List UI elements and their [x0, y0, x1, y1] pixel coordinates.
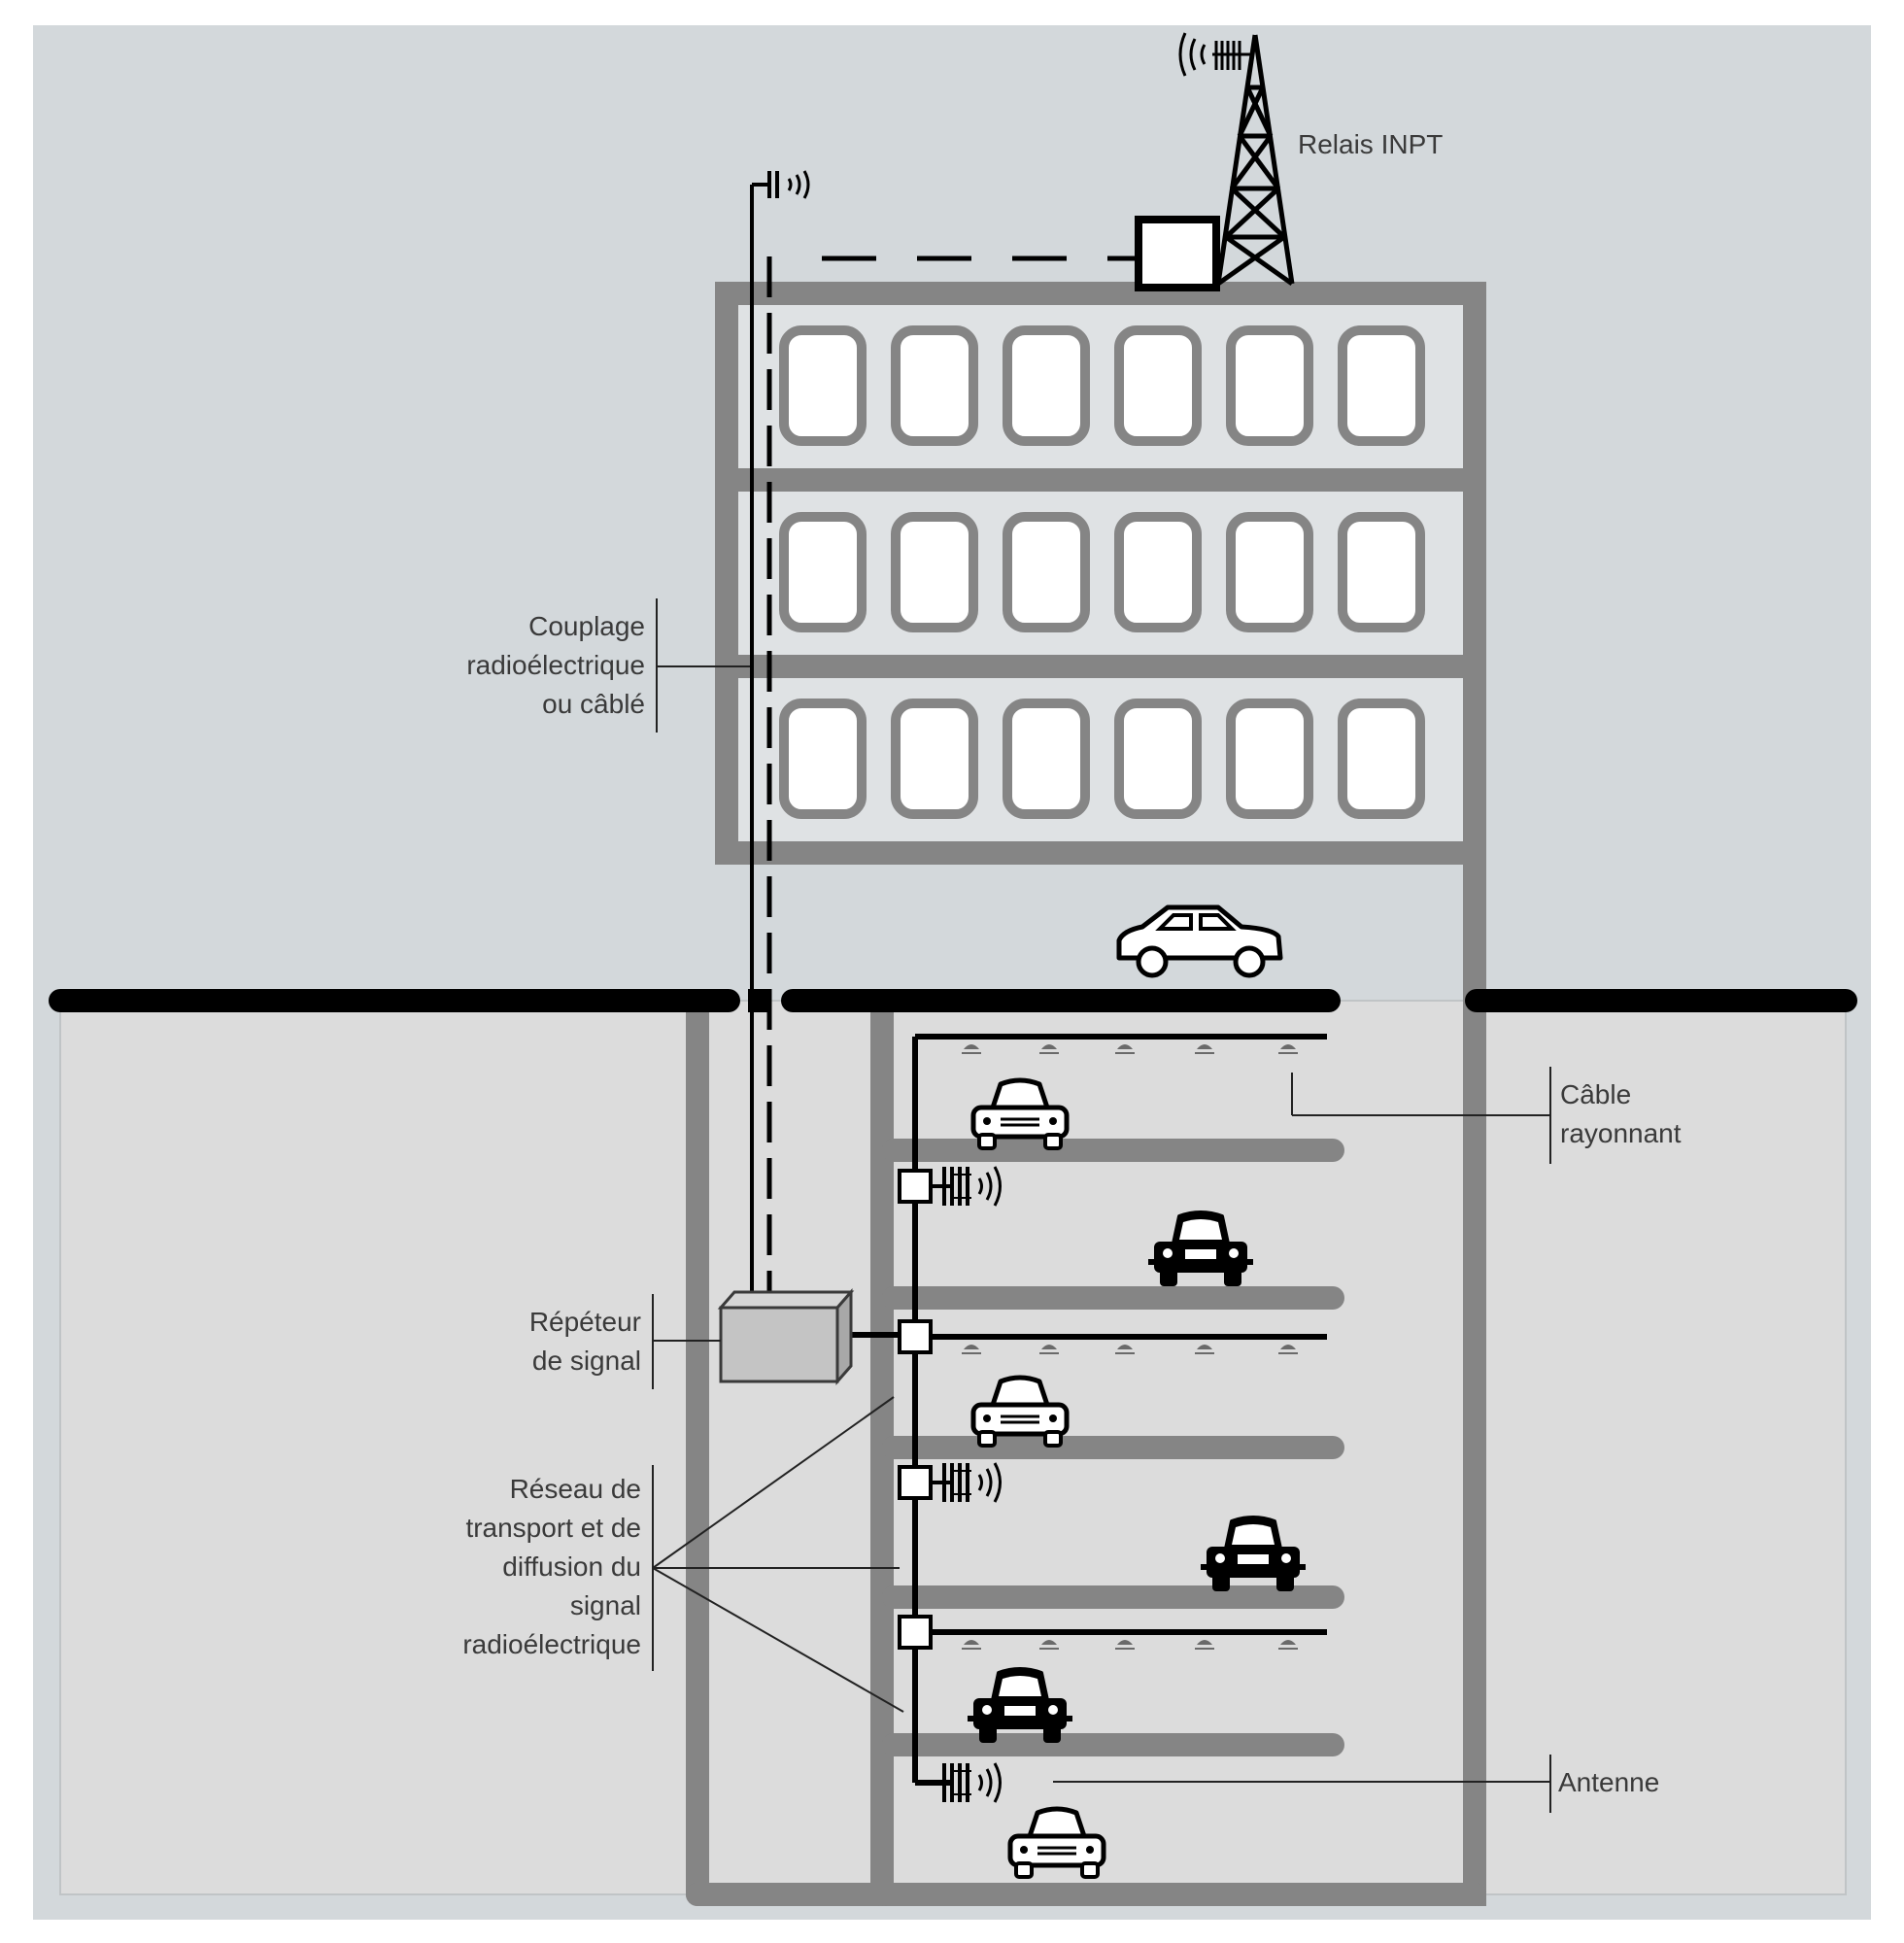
repeater-label-line: Répéteur	[529, 1307, 641, 1337]
coupling-label-line: radioélectrique	[466, 650, 645, 680]
network-label-line: signal	[570, 1590, 641, 1620]
network-label-line: transport et de	[465, 1513, 641, 1543]
cable-label-line: rayonnant	[1560, 1118, 1682, 1148]
splitter-node-icon	[898, 1169, 933, 1204]
building-walls	[715, 282, 1486, 1906]
repeater-box-icon	[717, 1288, 855, 1385]
lattice-tower-icon	[1215, 34, 1295, 287]
callout-lines	[652, 598, 1551, 1813]
coupling-label-line: ou câblé	[542, 689, 645, 719]
building-windows	[779, 325, 1425, 819]
relay-equipment-box-icon	[1135, 216, 1220, 291]
coupling-label-line: Couplage	[528, 611, 645, 641]
roof-antenna-icon	[767, 170, 810, 199]
antenna-label: Antenne	[1558, 1767, 1659, 1797]
network-label-line: Réseau de	[510, 1474, 641, 1504]
parking-walls	[686, 999, 1486, 1906]
network-label-line: diffusion du	[502, 1551, 641, 1582]
tower-antenna-icon	[1178, 32, 1253, 77]
network-label-line: radioélectrique	[462, 1629, 641, 1659]
splitter-node-icon	[898, 1615, 933, 1650]
relay-label: Relais INPT	[1298, 129, 1443, 159]
parking-floors	[882, 1139, 1344, 1756]
splitter-node-icon	[898, 1319, 933, 1354]
cable-label-line: Câble	[1560, 1079, 1631, 1109]
repeater-label-line: de signal	[532, 1346, 641, 1376]
splitter-node-icon	[898, 1465, 933, 1500]
